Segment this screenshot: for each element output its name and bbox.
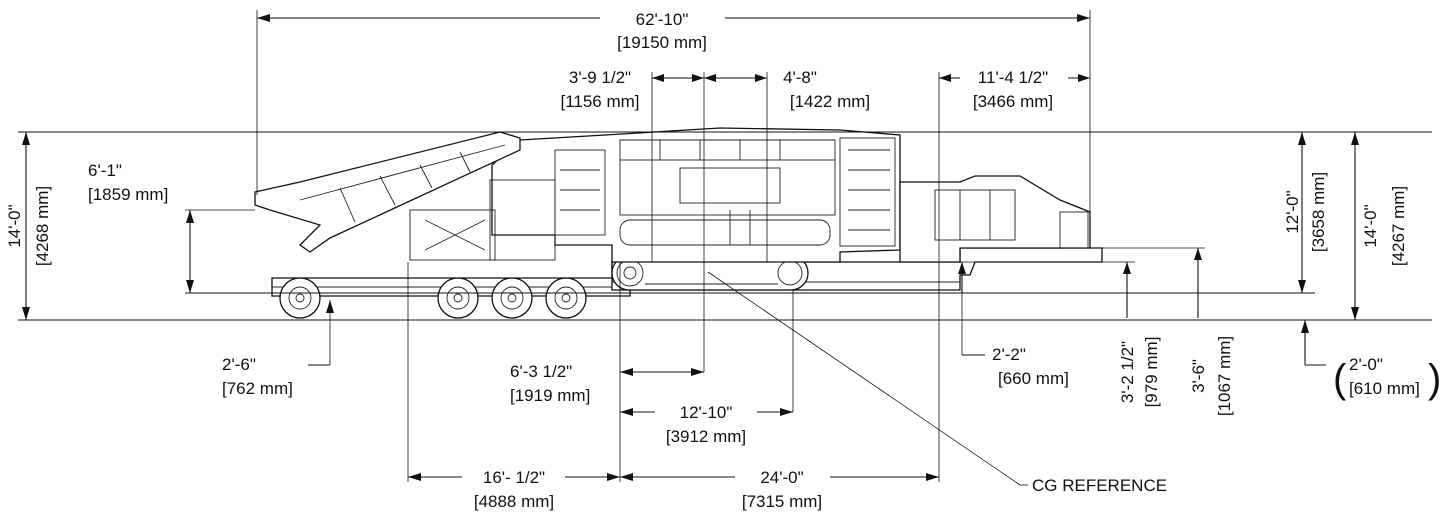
dim-conveyor-height-imperial: 6'-1" xyxy=(88,161,122,180)
dim-rear-overhang-imperial: 11'-4 1/2" xyxy=(978,68,1048,87)
dim-track-length-imperial: 12'-10" xyxy=(680,403,733,422)
dim-axles-to-track-metric: [4888 mm] xyxy=(474,492,554,511)
ground-clearance-paren-close: ) xyxy=(1428,357,1441,401)
dim-track-to-cg-imperial: 6'-3 1/2" xyxy=(510,362,572,381)
dim-height-right-imperial: 14'-0" xyxy=(1361,204,1380,247)
dim-cg-a-imperial: 3'-9 1/2" xyxy=(569,68,631,87)
dim-overall-length-metric: [19150 mm] xyxy=(617,33,707,52)
cg-reference-label: CG REFERENCE xyxy=(1032,476,1167,495)
dim-machine-height-imperial: 12'-0" xyxy=(1283,190,1302,233)
dim-deck-height-metric: [979 mm] xyxy=(1142,337,1161,408)
dim-deck-height-imperial: 3'-2 1/2" xyxy=(1118,341,1137,403)
ground-clearance-paren-open: ( xyxy=(1333,357,1347,401)
dim-axles-to-track-imperial: 16'- 1/2" xyxy=(483,468,545,487)
trailer-wheels xyxy=(279,277,587,319)
dim-front-axle-imperial: 2'-6" xyxy=(222,355,256,374)
dim-height-left-metric: [4268 mm] xyxy=(33,186,52,266)
dim-height-left-imperial: 14'-0" xyxy=(5,204,24,247)
dim-ground-clearance-imperial: 2'-0" xyxy=(1349,355,1383,374)
dim-ground-clearance-metric: [610 mm] xyxy=(1349,379,1420,398)
dim-gooseneck-height-metric: [1067 mm] xyxy=(1215,336,1234,416)
dimension-lines xyxy=(22,14,1359,486)
dim-cg-b-imperial: 4'-8" xyxy=(783,68,817,87)
dim-overall-length-imperial: 62'-10" xyxy=(636,10,689,29)
dim-cg-b-metric: [1422 mm] xyxy=(790,92,870,111)
dim-track-to-cg-metric: [1919 mm] xyxy=(510,386,590,405)
dim-track-length-metric: [3912 mm] xyxy=(666,427,746,446)
dim-track-to-neck-imperial: 24'-0" xyxy=(760,468,803,487)
dim-track-to-neck-metric: [7315 mm] xyxy=(742,492,822,511)
dim-deck-step-metric: [660 mm] xyxy=(998,369,1069,388)
dim-deck-step-imperial: 2'-2" xyxy=(992,345,1026,364)
dim-cg-a-metric: [1156 mm] xyxy=(560,92,639,111)
dim-front-axle-metric: [762 mm] xyxy=(222,379,293,398)
dimension-labels: 62'-10" [19150 mm] 3'-9 1/2" [1156 mm] 4… xyxy=(5,10,1441,511)
dim-height-right-metric: [4267 mm] xyxy=(1389,186,1408,266)
dim-gooseneck-height-imperial: 3'-6" xyxy=(1189,359,1208,393)
dim-conveyor-height-metric: [1859 mm] xyxy=(88,185,168,204)
dim-rear-overhang-metric: [3466 mm] xyxy=(973,92,1053,111)
dim-machine-height-metric: [3658 mm] xyxy=(1309,172,1328,252)
